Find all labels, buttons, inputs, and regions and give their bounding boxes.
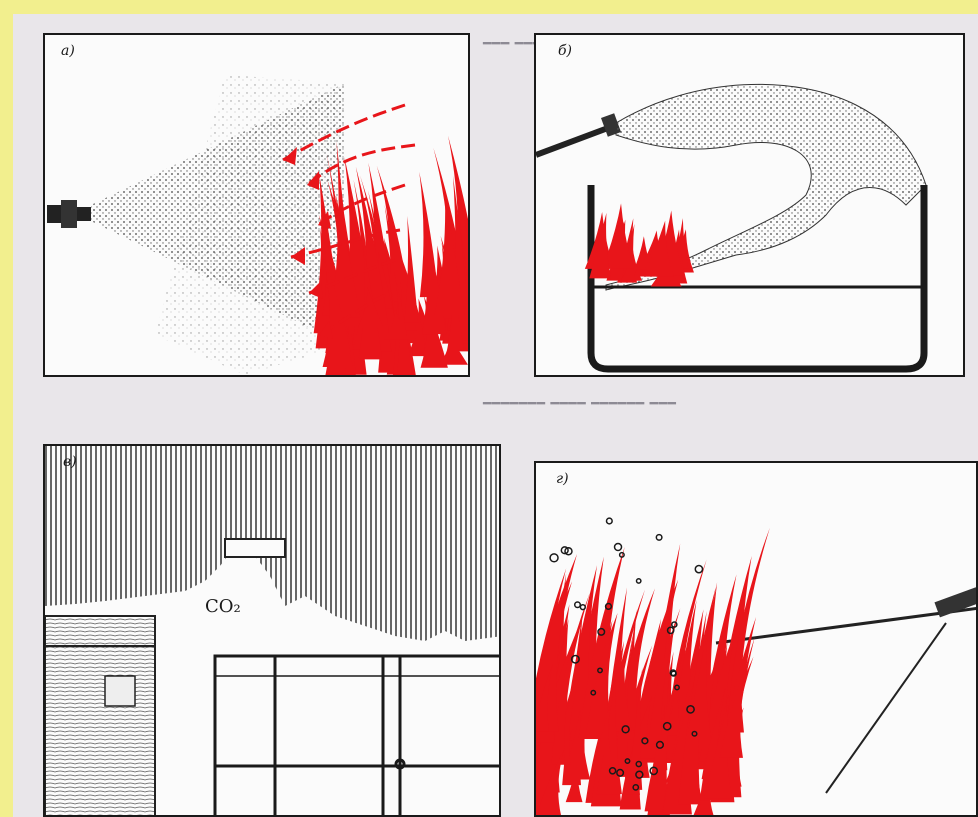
foam-tray-illustration <box>536 35 965 377</box>
powder-particle <box>550 554 558 562</box>
powder-particle <box>656 535 662 541</box>
background-text: ━━━━━━━ ━━━━ ━━━━━━ ━━━ <box>483 394 676 414</box>
gas-label: CO₂ <box>205 596 241 617</box>
powder-particle <box>606 518 612 524</box>
cabinet <box>45 646 155 817</box>
powder-particle <box>637 579 641 583</box>
flame-tongue <box>404 216 418 323</box>
panel-label: в) <box>63 454 77 470</box>
panel-label: а) <box>61 43 75 59</box>
nozzle-icon <box>47 200 91 228</box>
panel-c: в) CO₂ <box>43 444 501 817</box>
hose-icon <box>536 113 621 155</box>
flame-icon <box>585 203 694 286</box>
powder-extinguisher-illustration <box>536 463 978 817</box>
flame-icon <box>536 528 770 817</box>
panel-a: а) <box>43 33 470 377</box>
foam-spray-illustration <box>45 35 470 377</box>
panel-label: б) <box>558 43 572 59</box>
hose-icon <box>716 587 978 793</box>
window-frame-icon <box>215 656 501 817</box>
panel-b: б) <box>534 33 965 377</box>
powder-particle <box>695 565 702 572</box>
powder-particle <box>671 671 676 676</box>
powder-particle <box>620 553 625 558</box>
panel-d: г) <box>534 461 978 817</box>
panel-label: г) <box>556 471 569 487</box>
shelf <box>45 616 155 646</box>
co2-room-illustration <box>45 446 501 817</box>
powder-particle <box>615 544 622 551</box>
powder-particle <box>575 602 581 608</box>
powder-particle <box>580 605 585 610</box>
figure-sheet: ━━━ ━━━━━━ ━━━━ ━━━━━━━━ ━━ ━━━━━━━ ━━━━… <box>13 14 978 817</box>
